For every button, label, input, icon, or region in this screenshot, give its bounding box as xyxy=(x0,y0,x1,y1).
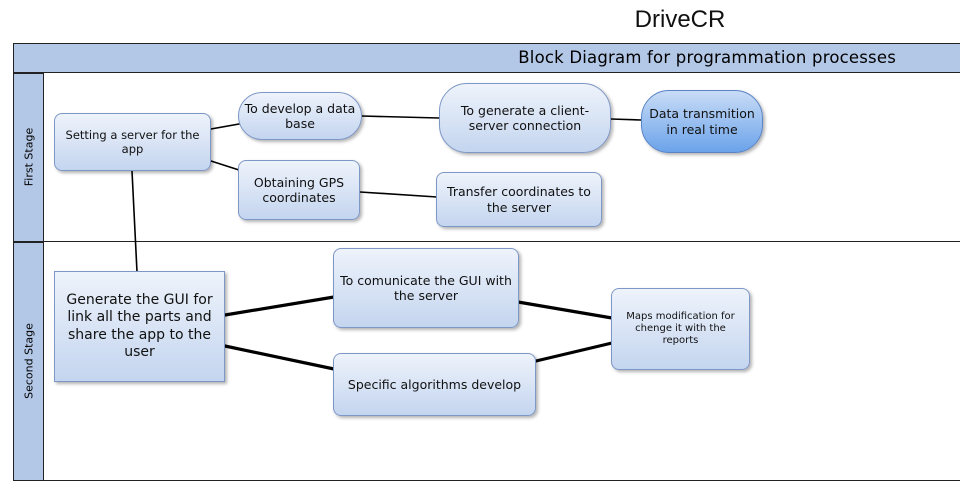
edge-server-gps xyxy=(210,160,240,171)
node-maps-modification[interactable]: Maps modification for chenge it with the… xyxy=(611,288,750,370)
edge-client-server-data-transmition xyxy=(610,118,642,121)
node-gps-coordinates[interactable]: Obtaining GPS coordinates xyxy=(238,160,360,220)
node-data-transmition[interactable]: Data transmition in real time xyxy=(641,90,763,153)
edge-server-gui xyxy=(131,170,138,273)
app-title: DriveCR xyxy=(634,6,726,33)
edge-gui-communicate xyxy=(223,295,336,317)
diagram-title: Block Diagram for programmation processe… xyxy=(518,48,896,67)
edge-gps-transfer xyxy=(359,191,438,198)
node-generate-gui[interactable]: Generate the GUI for link all the parts … xyxy=(54,271,225,382)
diagram-header xyxy=(13,43,960,73)
node-transfer-coordinates[interactable]: Transfer coordinates to the server xyxy=(436,172,602,227)
node-server-setup[interactable]: Setting a server for the app xyxy=(54,113,211,171)
node-develop-database[interactable]: To develop a data base xyxy=(238,92,362,140)
edge-server-database xyxy=(210,123,240,130)
lane-header-second-stage xyxy=(13,242,44,481)
edge-algorithms-maps xyxy=(534,341,614,363)
edge-communicate-maps xyxy=(516,300,614,320)
node-specific-algorithms[interactable]: Specific algorithms develop xyxy=(333,353,536,416)
lane-divider xyxy=(13,241,960,242)
edge-database-client-server xyxy=(361,115,440,119)
node-client-server-connection[interactable]: To generate a client-server connection xyxy=(439,83,611,153)
node-communicate-gui-server[interactable]: To comunicate the GUI with the server xyxy=(333,248,519,328)
edge-gui-algorithms xyxy=(223,344,336,371)
